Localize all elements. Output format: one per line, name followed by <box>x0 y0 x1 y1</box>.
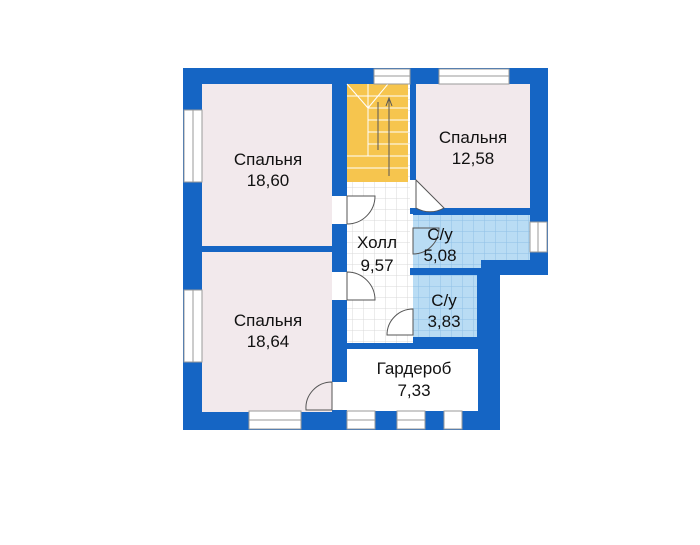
wardrobe-floor <box>347 349 478 411</box>
bedroom-tr-floor <box>416 84 530 208</box>
bedroom-tl-name: Спальня <box>234 150 302 169</box>
partitions <box>347 208 530 349</box>
bedroom-bl-floor <box>202 252 332 412</box>
bath-1-floor <box>413 215 530 268</box>
hall-area: 9,57 <box>360 256 393 275</box>
wardrobe-name: Гардероб <box>377 359 452 378</box>
hall-name: Холл <box>357 233 397 252</box>
staircase <box>346 83 408 182</box>
bath-2-area: 3,83 <box>427 312 460 331</box>
bedroom-tr-area: 12,58 <box>452 149 495 168</box>
bath-1-area: 5,08 <box>423 246 456 265</box>
bedroom-tl-area: 18,60 <box>247 171 290 190</box>
doors <box>305 178 445 411</box>
bedroom-tr-name: Спальня <box>439 128 507 147</box>
bath-2-name: С/у <box>431 291 457 310</box>
bedroom-bl-area: 18,64 <box>247 332 290 351</box>
bath-1-name: С/у <box>427 225 453 244</box>
bedroom-bl-name: Спальня <box>234 311 302 330</box>
bath-2-floor <box>413 275 477 337</box>
wardrobe-area: 7,33 <box>397 381 430 400</box>
bedroom-tl-floor <box>202 84 332 246</box>
